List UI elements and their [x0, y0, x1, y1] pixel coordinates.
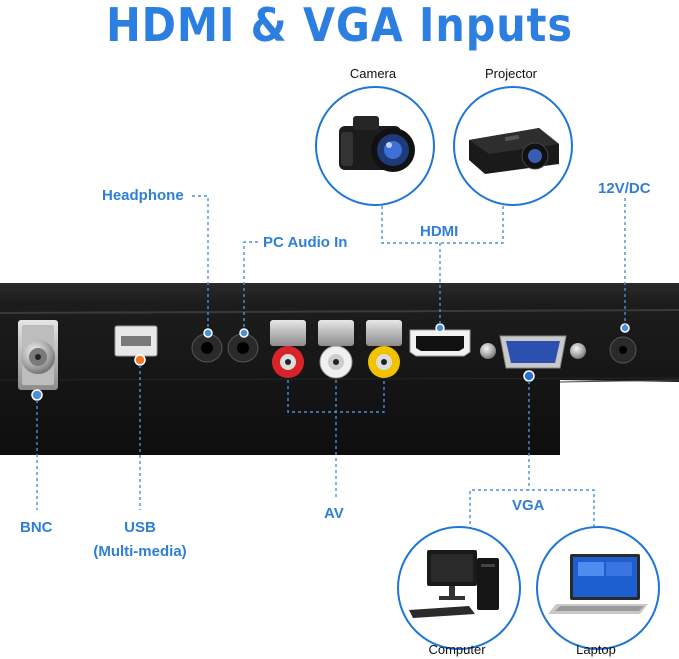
hdmi-port [409, 329, 471, 357]
pc-audio-jack [227, 333, 259, 363]
dc-jack [609, 336, 637, 364]
av-yellow-jack [366, 320, 402, 378]
bnc-label: BNC [20, 519, 53, 536]
laptop-circle [536, 526, 660, 650]
av-label: AV [324, 505, 344, 522]
pc-audio-in-label: PC Audio In [263, 234, 348, 251]
hdmi-label: HDMI [420, 223, 459, 240]
leader-lines [36, 195, 626, 530]
projector-circle [453, 86, 573, 206]
computer-label: Computer [428, 642, 486, 657]
laptop-icon [548, 554, 648, 614]
computer-circle [397, 526, 521, 650]
bnc-port [18, 320, 58, 390]
vga-port [480, 335, 586, 369]
headphone-label: Headphone [102, 187, 184, 204]
projector-label: Projector [484, 66, 538, 81]
projector-icon [469, 128, 559, 174]
camera-label: Camera [349, 66, 397, 81]
page-title: HDMI & VGA Inputs [106, 0, 573, 52]
dc-label: 12V/DC [598, 180, 651, 197]
camera-icon [339, 116, 415, 172]
camera-circle [315, 86, 435, 206]
laptop-label: Laptop [576, 642, 616, 657]
vga-label: VGA [512, 497, 545, 514]
usb-port [114, 325, 158, 357]
av-white-jack [318, 320, 354, 379]
usb-sub-label: (Multi-media) [93, 543, 187, 560]
computer-icon [409, 550, 499, 618]
usb-label: USB [124, 519, 156, 536]
headphone-jack [191, 333, 223, 363]
av-red-jack [270, 320, 306, 378]
